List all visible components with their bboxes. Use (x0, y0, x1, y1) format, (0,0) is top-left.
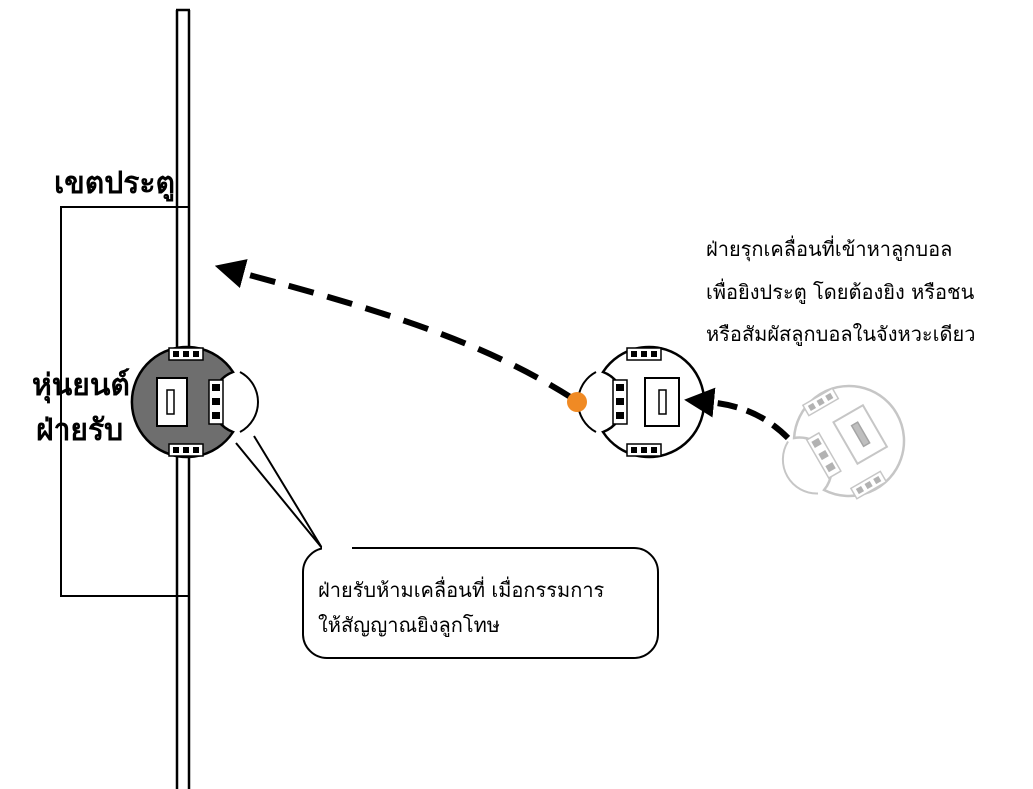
shot-path-arrow (214, 259, 574, 401)
goal-area-label: เขตประตู (54, 166, 175, 202)
defender-label-line1: หุ่นยนต์ (32, 368, 130, 404)
approach-path-arrow (684, 387, 791, 441)
ball (567, 392, 587, 412)
defender-label-line2: ฝ่ายรับ (36, 413, 123, 448)
goal-area (60, 206, 189, 597)
attacker-robot-previous-position (781, 384, 906, 500)
attacker-note-line2: เพื่อยิงประตู โดยต้องยิง หรือชน (706, 278, 975, 305)
attacker-robot (577, 345, 706, 459)
defender-note-callout: ฝ่ายรับห้ามเคลื่อนที่ เมื่อกรรมการ ให้สั… (302, 546, 659, 659)
defender-note-line2: ให้สัญญาณยิงลูกโทษ (318, 613, 500, 638)
defender-robot (130, 345, 259, 459)
attacker-note-line3: หรือสัมผัสลูกบอลในจังหวะเดียว (706, 322, 975, 347)
callout-leader (235, 435, 323, 549)
attacker-note-line1: ฝ่ายรุกเคลื่อนที่เข้าหาลูกบอล (706, 235, 952, 262)
defender-note-line1: ฝ่ายรับห้ามเคลื่อนที่ เมื่อกรรมการ (318, 576, 605, 602)
